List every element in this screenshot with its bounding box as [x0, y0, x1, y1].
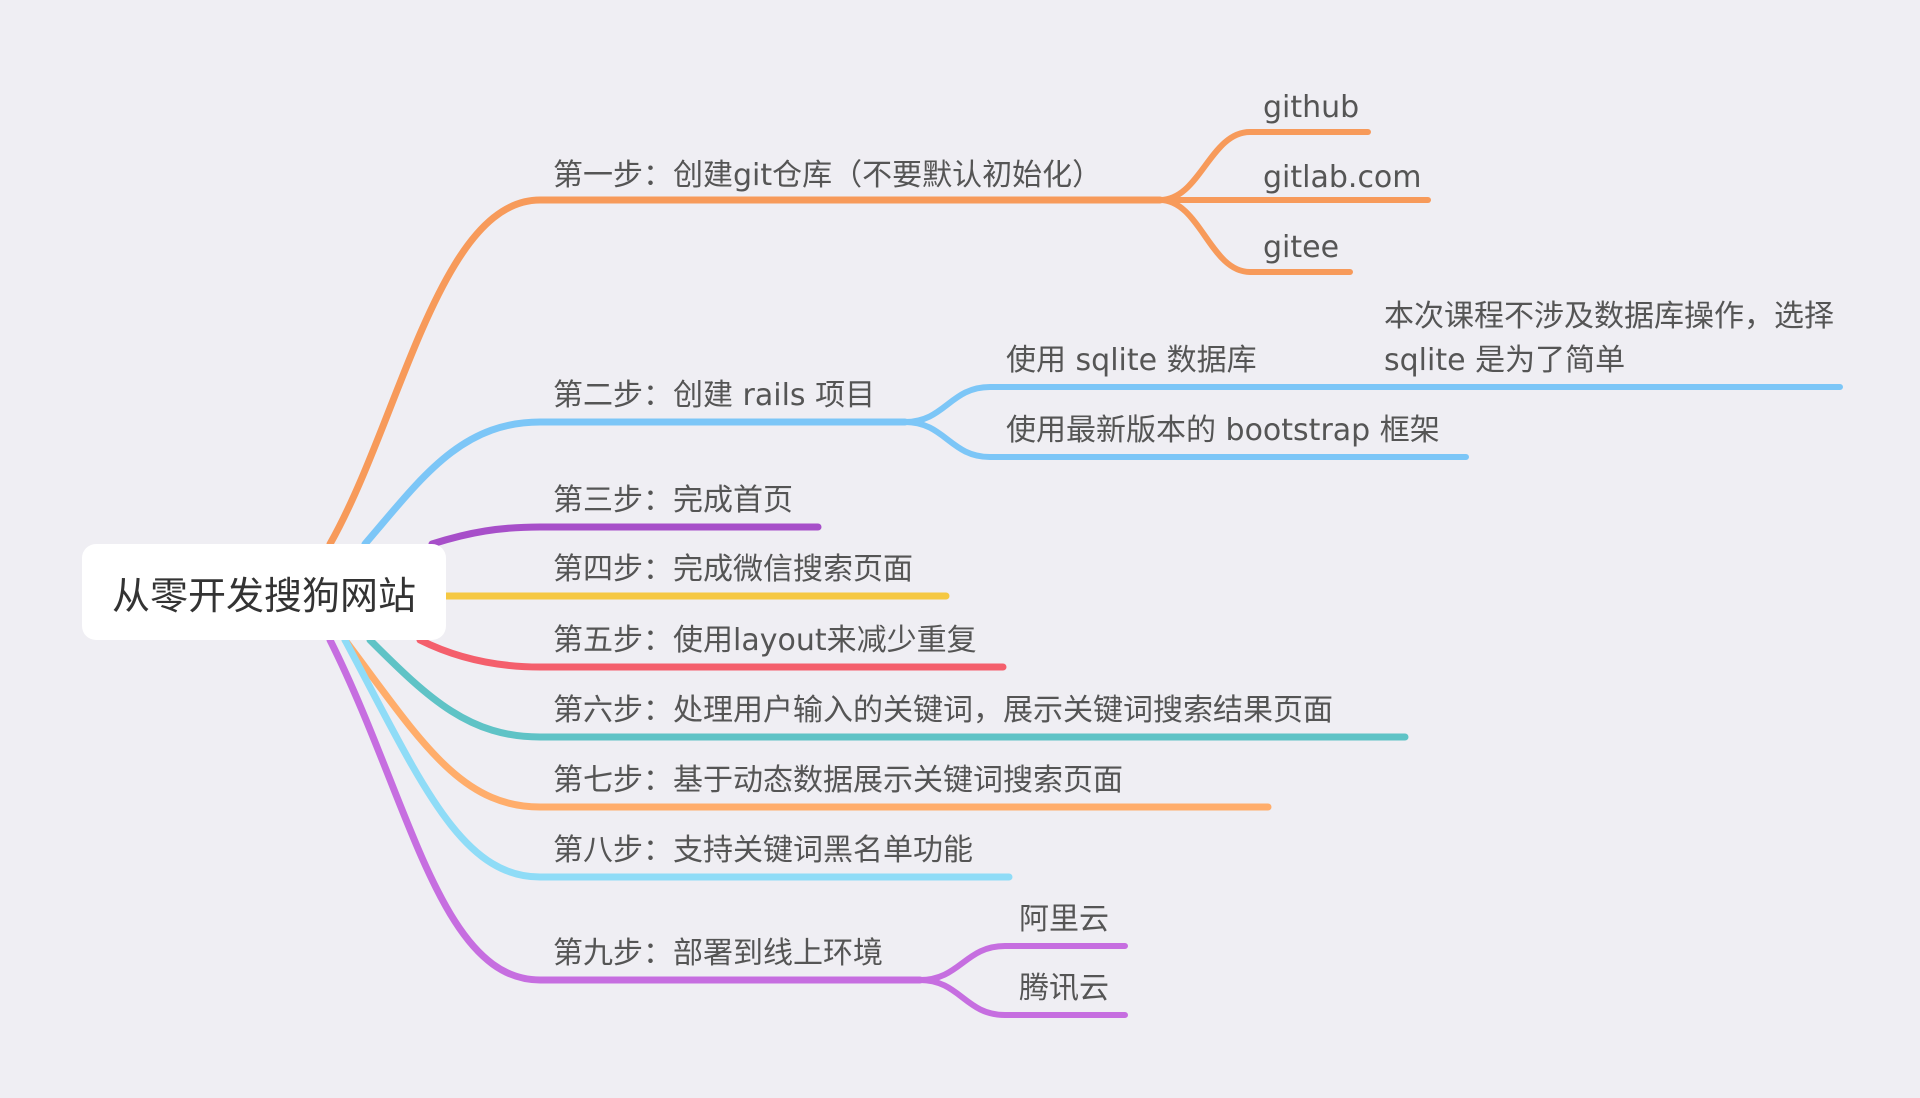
node-aliyun[interactable]: 阿里云 — [1019, 902, 1109, 937]
connector-step6 — [366, 636, 1409, 741]
connector-tencent — [917, 977, 1128, 1018]
node-step2[interactable]: 第二步：创建 rails 项目 — [553, 378, 876, 413]
node-step6[interactable]: 第六步：处理用户输入的关键词，展示关键词搜索结果页面 — [553, 693, 1333, 728]
connector-bootstrap — [902, 419, 1469, 460]
node-step7[interactable]: 第七步：基于动态数据展示关键词搜索页面 — [553, 763, 1123, 798]
node-step5[interactable]: 第五步：使用layout来减少重复 — [553, 623, 977, 658]
node-github[interactable]: github — [1263, 90, 1360, 125]
connector-step9 — [326, 636, 924, 984]
node-step4[interactable]: 第四步：完成微信搜索页面 — [553, 552, 913, 587]
connector-gitee — [1157, 197, 1353, 275]
connector-github — [1157, 129, 1371, 203]
node-gitlab[interactable]: gitlab.com — [1263, 160, 1422, 195]
connector-step1 — [326, 196, 1164, 548]
node-sqlite-note[interactable]: 本次课程不涉及数据库操作，选择 sqlite 是为了简单 — [1384, 299, 1834, 378]
root-node-label: 从零开发搜狗网站 — [111, 573, 416, 618]
root-node[interactable]: 从零开发搜狗网站 — [82, 544, 446, 640]
node-step3[interactable]: 第三步：完成首页 — [553, 483, 793, 518]
connector-step5 — [416, 636, 1007, 671]
node-sqlite[interactable]: 使用 sqlite 数据库 — [1006, 343, 1257, 378]
connector-step8 — [341, 636, 1013, 881]
connector-step3 — [428, 523, 822, 548]
node-tencent[interactable]: 腾讯云 — [1019, 971, 1109, 1006]
connector-step7 — [341, 636, 1272, 811]
node-step1[interactable]: 第一步：创建git仓库（不要默认初始化） — [553, 158, 1103, 193]
node-step9[interactable]: 第九步：部署到线上环境 — [553, 936, 883, 971]
connector-step2 — [361, 418, 909, 548]
node-step8[interactable]: 第八步：支持关键词黑名单功能 — [553, 833, 973, 868]
node-gitee[interactable]: gitee — [1263, 230, 1340, 265]
node-bootstrap[interactable]: 使用最新版本的 bootstrap 框架 — [1006, 413, 1440, 448]
